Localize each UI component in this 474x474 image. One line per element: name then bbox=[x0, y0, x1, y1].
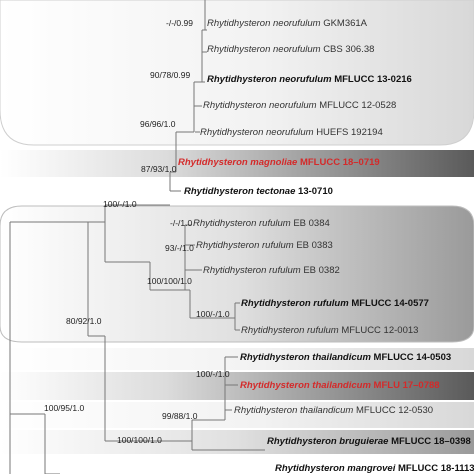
taxon-label: Rhytidhysteron neorufulum MFLUCC 13-0216 bbox=[207, 74, 412, 85]
taxon-label: Rhytidhysteron neorufulum HUEFS 192194 bbox=[200, 127, 383, 138]
taxon-label: Rhytidhysteron neorufulum CBS 306.38 bbox=[207, 44, 375, 55]
support-value: 93/-/1.0 bbox=[165, 243, 194, 253]
support-value: 100/95/1.0 bbox=[44, 403, 85, 413]
taxon-label: Rhytidhysteron thailandicum MFLUCC 14-05… bbox=[240, 352, 452, 363]
support-value: 100/100/1.0 bbox=[117, 435, 162, 445]
support-value: 100/-/1.0 bbox=[196, 369, 230, 379]
band-thailandicum-1 bbox=[0, 348, 474, 370]
support-value: -/-/1.0 bbox=[170, 218, 193, 228]
band-thailandicum-2 bbox=[0, 372, 474, 400]
taxon-label: Rhytidhysteron neorufulum GKM361A bbox=[207, 18, 368, 29]
taxon-label: Rhytidhysteron rufulum MFLUCC 14-0577 bbox=[241, 298, 429, 309]
taxon-label: Rhytidhysteron neorufulum MFLUCC 12-0528 bbox=[203, 100, 397, 111]
taxon-label: Rhytidhysteron thailandicum MFLUCC 12-05… bbox=[234, 405, 434, 416]
support-value: -/-/0.99 bbox=[166, 18, 193, 28]
taxon-label: Rhytidhysteron rufulum MFLUCC 12-0013 bbox=[241, 325, 419, 336]
support-value: 80/92/1.0 bbox=[66, 316, 102, 326]
taxon-label: Rhytidhysteron tectonae 13-0710 bbox=[184, 186, 333, 197]
band-magnoliae bbox=[0, 150, 474, 177]
taxon-label: Rhytidhysteron rufulum EB 0384 bbox=[193, 218, 330, 229]
support-value: 100/-/1.0 bbox=[103, 199, 137, 209]
band-neorufulum bbox=[0, 0, 474, 146]
taxon-label: Rhytidhysteron magnoliae MFLUCC 18–0719 bbox=[178, 157, 380, 168]
support-value: 99/88/1.0 bbox=[162, 411, 198, 421]
support-value: 100/100/1.0 bbox=[147, 276, 192, 286]
support-value: 96/96/1.0 bbox=[140, 119, 176, 129]
support-value: 100/-/1.0 bbox=[196, 309, 230, 319]
support-value: 90/78/0.99 bbox=[150, 70, 191, 80]
support-value: 87/93/1.0 bbox=[141, 164, 177, 174]
taxon-label: Rhytidhysteron rufulum EB 0383 bbox=[196, 240, 333, 251]
taxon-label: Rhytidhysteron thailandicum MFLU 17–0788 bbox=[240, 380, 440, 391]
taxon-label: Rhytidhysteron mangrovei MFLUCC 18-1113 bbox=[275, 463, 474, 474]
taxon-label: Rhytidhysteron rufulum EB 0382 bbox=[203, 265, 340, 276]
taxon-label: Rhytidhysteron bruguierae MFLUCC 18–0398 bbox=[267, 436, 471, 447]
band-thailandicum-3 bbox=[0, 402, 474, 428]
